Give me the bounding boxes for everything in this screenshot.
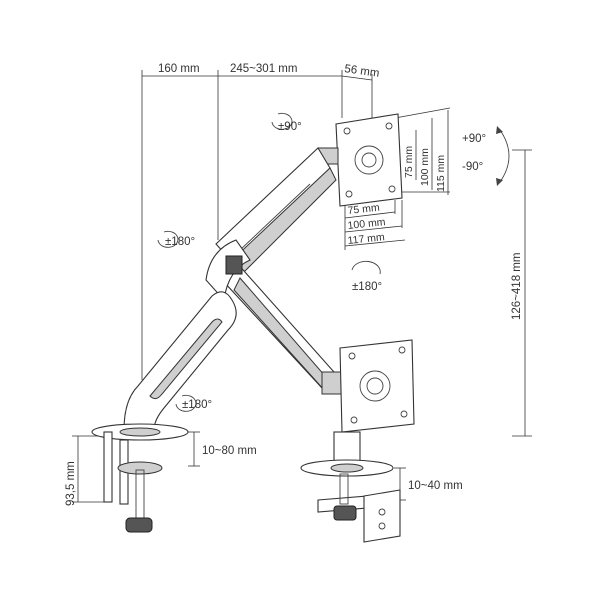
- vesa-offset-label: 56 mm: [344, 63, 380, 80]
- rotate-arrow-icon: [157, 230, 179, 248]
- pan-arrow-icon: [499, 129, 510, 183]
- vesa-width-75-label: 75 mm: [347, 202, 380, 217]
- rotate-arrow-icon: [351, 260, 381, 275]
- rotate-arrow-icon: [271, 112, 293, 130]
- base-to-pole-label: 160 mm: [158, 63, 200, 75]
- vesa-height-115-label: 115 mm: [435, 155, 447, 192]
- pan-down-label: -90°: [462, 161, 483, 173]
- dimension-labels: 160 mm 245~301 mm 56 mm 75 mm 100 mm 117…: [65, 63, 523, 506]
- lower-arm: [223, 261, 343, 395]
- elbow-joint: [205, 239, 251, 302]
- vesa-width-117-label: 117 mm: [347, 231, 385, 247]
- tilt-rotation-label: ±90°: [278, 121, 302, 133]
- rotate-arrow-icon: [175, 394, 197, 412]
- elbow-rotation-label: ±180°: [165, 236, 195, 248]
- clamp-base: [91, 423, 189, 533]
- grommet-base: [300, 431, 401, 543]
- rotation-arrows: [157, 112, 510, 412]
- rotation-labels: ±90° +90° -90° ±180° ±180° ±180°: [165, 121, 486, 411]
- lower-vesa-plate: [339, 339, 415, 433]
- vesa-height-75-label: 75 mm: [403, 146, 415, 178]
- base-arm: [123, 291, 237, 431]
- vesa-height-100-label: 100 mm: [419, 148, 431, 186]
- base-rotation-label: ±180°: [182, 399, 212, 411]
- clamp-range-label: 10~80 mm: [202, 445, 257, 457]
- clamp-height-label: 93,5 mm: [65, 461, 77, 506]
- upper-vesa-plate: [317, 113, 403, 207]
- grommet-range-label: 10~40 mm: [408, 480, 463, 492]
- height-range-label: 126~418 mm: [511, 253, 523, 320]
- pan-up-label: +90°: [462, 133, 486, 145]
- vesa-width-100-label: 100 mm: [347, 216, 386, 232]
- arm-extension-label: 245~301 mm: [230, 63, 297, 75]
- screen-rotation-label: ±180°: [352, 281, 382, 293]
